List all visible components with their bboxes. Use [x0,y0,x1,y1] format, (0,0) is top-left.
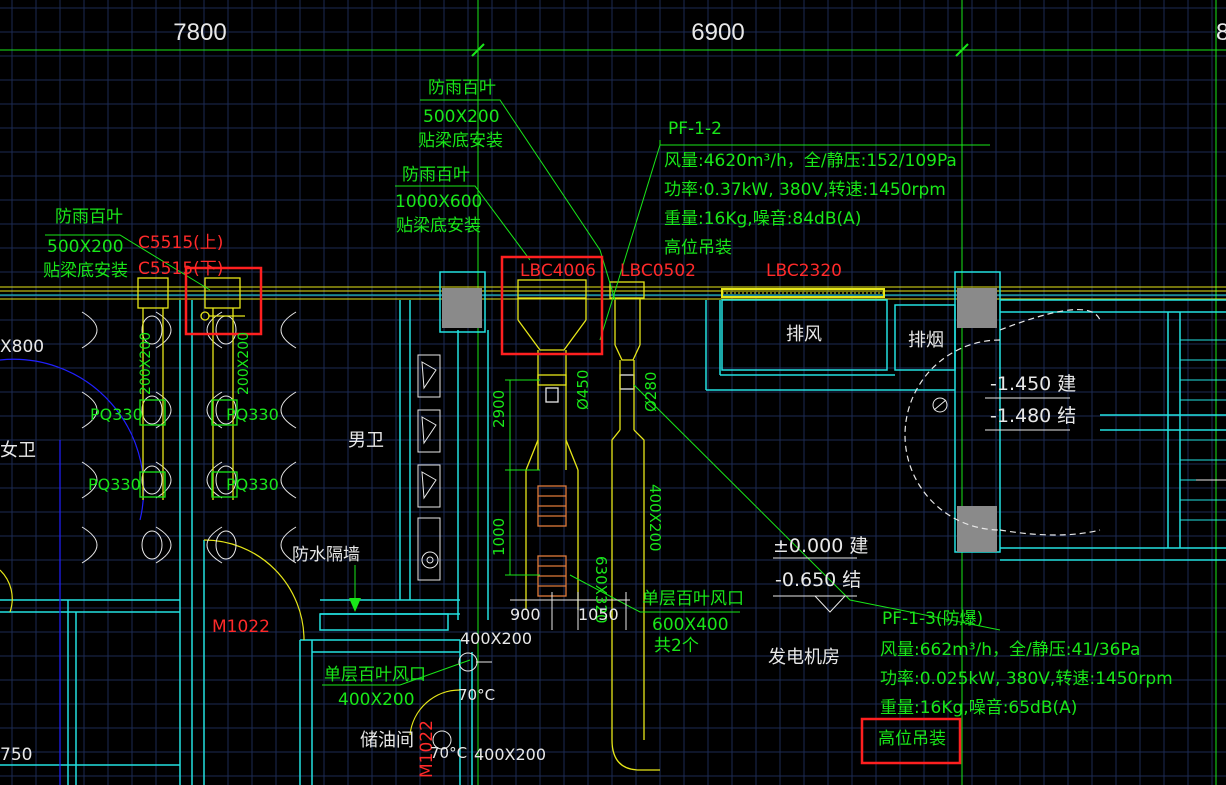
label-waterproof-wall: 防水隔墙 [292,545,360,565]
louver1-size: 500X200 [423,107,500,127]
louver3-install: 贴梁底安装 [43,261,128,281]
grille2-title: 单层百叶风口 [324,665,426,685]
columns [442,288,997,552]
louver1-title: 防雨百叶 [428,78,496,98]
grille1-title: 单层百叶风口 [642,589,744,609]
leader-lines [45,99,1070,686]
label-lbc2320: LBC2320 [766,261,842,281]
toilet-bowl [215,395,237,425]
duct-dia280: Ø280 [642,372,660,412]
pf12-power: 功率:0.37kW, 380V,转速:1450rpm [664,180,946,200]
highlight-boxes [184,255,962,765]
grille1-size: 600X400 [652,615,729,635]
louver3-size: 500X200 [47,237,124,257]
louver3-title: 防雨百叶 [55,207,123,227]
diffuser-pq330-4: PQ330 [226,475,279,494]
main-exhaust-duct [517,279,587,610]
toilet-bowl [141,315,163,345]
elev-struct-1: -1.480 结 [990,405,1076,427]
stall-partition [81,461,223,499]
urinals [417,354,441,581]
stair [1180,339,1226,521]
toilet-bowl [215,530,237,560]
label-lbc0502: LBC0502 [620,261,696,281]
room-smoke: 排烟 [908,330,944,351]
pf13-power: 功率:0.025kW, 380V,转速:1450rpm [880,669,1173,689]
elev-build-2: ±0.000 建 [773,535,868,557]
stall-partition [81,526,223,564]
dim-900: 900 [510,605,541,624]
toilet-bowl [215,465,237,495]
room-men-wc: 男卫 [348,430,384,451]
grille1-count: 共2个 [654,636,699,656]
dim-2900: 2900 [490,390,508,428]
stall-partition [81,311,223,349]
duct-dia450: Ø450 [574,370,592,410]
fire-damper-70-a: 70°C [458,686,495,704]
pf13-mount: 高位吊装 [878,729,946,749]
toilet-fixtures [81,311,297,564]
label-m1022-b: M1022 [417,720,437,778]
duct-630x320: 630X320 [592,556,610,624]
arrow [349,565,361,612]
toilet-bowl [141,530,163,560]
dim-1000: 1000 [490,518,508,556]
duct-200x200-b: 200X200 [236,332,252,395]
diffuser-pq330-1: PQ330 [90,405,143,424]
pf12-name: PF-1-2 [668,119,722,139]
duct-200x200-a: 200X200 [138,332,154,395]
fire-dampers [432,397,948,750]
duct-400x200-b: 400X200 [474,745,546,764]
pf13-airflow: 风量:662m³/h，全/静压:41/36Pa [880,640,1140,660]
stall-partition [155,461,297,499]
room-exhaust: 排风 [786,324,822,345]
pf12-mount: 高位吊装 [664,238,732,258]
door-arcs [0,309,1101,785]
dim-bottom-left: 750 [0,745,32,765]
label-c5515-down: C5515(下) [138,259,223,279]
pf12-weight: 重量:16Kg,噪音:84dB(A) [664,209,861,229]
toilet-bowl [141,395,163,425]
louver2-install: 贴梁底安装 [396,216,481,236]
vertical-ducts-left [137,277,245,500]
fire-damper-70-b: 70°C [430,744,467,762]
label-lbc4006: LBC4006 [520,261,596,281]
dim-right: 8 [1216,19,1226,46]
louver1-install: 贴梁底安装 [418,131,503,151]
room-generator: 发电机房 [768,647,840,668]
dim-6900: 6900 [691,19,744,46]
walls [0,271,1226,785]
grille2-size: 400X200 [338,690,415,710]
pf13-weight: 重量:16Kg,噪音:65dB(A) [880,698,1077,718]
dim-7800: 7800 [173,19,226,46]
stall-partition [155,311,297,349]
louver2-title: 防雨百叶 [402,165,470,185]
room-women-wc: 女卫 [0,440,36,461]
pf12-airflow: 风量:4620m³/h，全/静压:152/109Pa [664,151,957,171]
stall-partition [155,526,297,564]
axis-ticks [471,43,969,57]
second-exhaust-duct [609,281,660,771]
label-c5515-up: C5515(上) [138,233,223,253]
pf13-name: PF-1-3(防爆) [882,609,983,629]
toilet-bowl [141,465,163,495]
elev-build-1: -1.450 建 [990,373,1076,395]
duct-400x200-a: 400X200 [460,629,532,648]
dim-1050: 1050 [578,605,619,624]
label-m1022: M1022 [212,617,270,637]
diffuser-pq330-2: PQ330 [226,405,279,424]
diffuser-pq330-3: PQ330 [88,475,141,494]
elev-struct-2: -0.650 结 [775,569,861,591]
dim-left-edge: X800 [0,337,44,357]
room-oil: 储油间 [360,730,414,751]
duct-400x200-vertical: 400X200 [646,484,664,552]
louver2-size: 1000X600 [395,192,482,212]
